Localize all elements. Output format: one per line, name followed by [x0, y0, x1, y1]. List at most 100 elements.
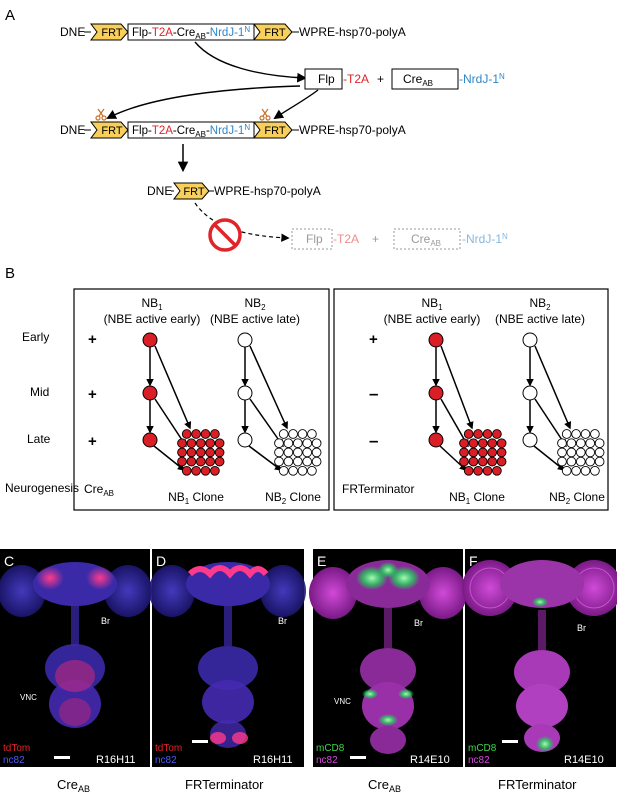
clone-cell [288, 465, 298, 476]
panel-letter-f: F [469, 553, 478, 569]
lineage-arrow [534, 398, 567, 448]
clone-cell [459, 456, 469, 467]
t2a-label-faded: -T2A [333, 232, 359, 246]
flp-label: Flp [318, 72, 335, 86]
legend-tdtom-d: tdTom [155, 743, 182, 754]
clone-cell [561, 465, 572, 476]
br-label-e: Br [414, 618, 423, 628]
nb1-clone-label-r: NB1 Clone [449, 490, 505, 506]
protein-products: Flp -T2A + CreAB -NrdJ-1N [304, 68, 505, 90]
sign-mid-r: – [369, 384, 378, 403]
clone-cell [283, 438, 294, 449]
cre-label-faded: CreAB [411, 232, 441, 248]
vnc-label-c: VNC [20, 693, 37, 702]
clone-cell [496, 447, 507, 458]
nb-lineage-left [142, 332, 322, 476]
clone-cell [575, 447, 586, 458]
clone-cell [210, 465, 220, 476]
expression-arrow [194, 41, 307, 83]
clone-cell [214, 438, 225, 449]
clone-cell [575, 438, 586, 449]
panel-a: A DNE FRT Flp-T2A-CreAB-NrdJ-1N FRT WPRE… [5, 7, 508, 252]
cre-box-faded [393, 228, 461, 250]
line-label-f: R14E10 [564, 754, 604, 766]
plus-sign-faded: + [372, 232, 379, 246]
neuroblast-cell [428, 432, 444, 448]
coding-box [127, 23, 255, 41]
clone-cell [191, 429, 201, 439]
tail-label-2: WPRE-hsp70-polyA [299, 123, 406, 137]
cre-label: CreAB [403, 72, 433, 88]
clone-cell [210, 429, 220, 439]
t2a-label: -T2A [343, 72, 369, 86]
dne-label-3: DNE [147, 184, 172, 198]
clone-cell [302, 438, 313, 449]
sign-late: + [88, 433, 97, 450]
scale-bar-f [502, 740, 518, 743]
frterminator-label: FRTerminator [342, 482, 414, 496]
coding-text: Flp-T2A-CreAB-NrdJ-1N [132, 25, 250, 41]
clone-cell [297, 429, 308, 439]
nb1-title-r: NB1 [421, 296, 443, 312]
line-label-e: R14E10 [410, 754, 450, 766]
panel-letter-b: B [5, 265, 15, 282]
coding-text-2: Flp-T2A-CreAB-NrdJ-1N [132, 123, 250, 139]
clone-cell [302, 456, 313, 467]
clone-cell [274, 456, 284, 467]
flp-box-faded [291, 228, 333, 250]
clone-cell [195, 447, 206, 458]
nb2-desc-r: (NBE active late) [495, 312, 585, 326]
lineage-arrow [154, 345, 192, 430]
brain-lobes [462, 560, 617, 616]
vnc-shape [198, 646, 258, 748]
clone-cell [585, 456, 596, 467]
frt-left-shape [90, 23, 129, 41]
sign-late-r: – [369, 431, 378, 450]
clone-cell [288, 429, 298, 439]
clone-cell [302, 447, 313, 458]
nb2-clone-label-r: NB2 Clone [549, 490, 605, 506]
vnc-shape [514, 650, 570, 752]
clone-cell [566, 456, 577, 467]
tail-label: WPRE-hsp70-polyA [299, 25, 406, 39]
lineage-arrow [249, 398, 284, 448]
nrdj-label: -NrdJ-1N [459, 72, 505, 86]
neuroblast-cell [142, 332, 158, 348]
neuroblast-cell [237, 432, 253, 448]
brain-lobes [0, 562, 152, 617]
panel-letter-e: E [317, 553, 326, 569]
nb1-desc-r: (NBE active early) [384, 312, 481, 326]
clone-cell [191, 465, 201, 476]
clone-cell [200, 429, 211, 439]
dne-label: DNE [60, 25, 85, 39]
clone-cell [468, 456, 479, 467]
legend-nc82-c: nc82 [3, 755, 25, 766]
frt-label-3: FRT [183, 186, 204, 198]
br-label-d: Br [278, 616, 287, 626]
clone-cell [205, 447, 216, 458]
neuroblast-cell [522, 332, 538, 348]
plus-sign: + [377, 72, 384, 86]
clone-cell [566, 447, 577, 458]
clone-cell [496, 438, 507, 449]
clone-cell [186, 447, 197, 458]
flp-arrow-left [106, 85, 301, 119]
nb2-title-r: NB2 [529, 296, 551, 312]
lineage-arrow [533, 445, 566, 471]
br-label-f: Br [577, 623, 586, 633]
cre-box [391, 68, 459, 90]
frt-right-shape [253, 23, 293, 41]
legend-mcd8-f: mCD8 [468, 743, 497, 754]
clone-cell [205, 438, 216, 449]
neuroblast-cell [428, 332, 444, 348]
clone-cell [580, 429, 591, 439]
lineage-arrow [153, 445, 186, 471]
flp-label-faded: Flp [306, 232, 323, 246]
clone-cell [482, 465, 493, 476]
row-label-mid: Mid [30, 385, 49, 399]
construct-full: DNE FRT Flp-T2A-CreAB-NrdJ-1N FRT WPRE-h… [60, 23, 406, 41]
clone-cell [177, 438, 187, 449]
construct-excised: DNE FRT WPRE-hsp70-polyA [147, 182, 321, 200]
panel-f-image: F Br mCD8 nc82 R14E10 FRTerminator [462, 549, 617, 792]
clone-cell [181, 465, 192, 476]
